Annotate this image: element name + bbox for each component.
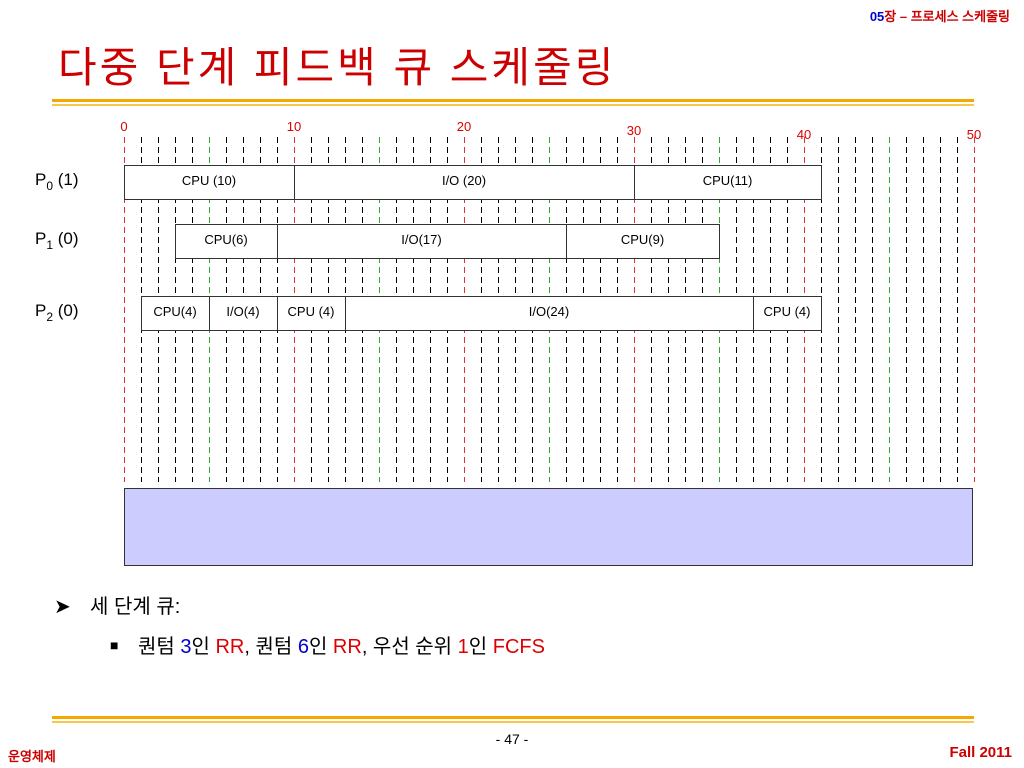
segment-label: CPU (4) [764,304,811,319]
text-in: 인 [191,636,216,658]
process-segment [345,296,754,331]
tick-label-40: 40 [797,127,811,142]
quantum-6: 6 [297,636,309,658]
segment-label: CPU(11) [703,173,753,188]
chapter-text: 장 – 프로세스 스케줄링 [884,9,1010,24]
segment-label: I/O(4) [226,304,259,319]
tick-label-50: 50 [967,127,981,142]
segment-label: CPU (10) [182,173,236,188]
text-in-2: 인 [308,636,333,658]
footer-divider [52,716,974,719]
footer-term: Fall 2011 [949,744,1012,761]
chapter-number: 05 [869,9,885,24]
process-label: P2 (0) [35,301,79,324]
rr-label-2: RR [332,636,362,658]
chapter-header: 05장 – 프로세스 스케줄링 [870,6,1010,25]
process-segment [209,296,278,331]
quantum-3: 3 [180,636,192,658]
page-number: - 47 - [495,731,529,747]
segment-label: CPU (4) [288,304,335,319]
page-title: 다중 단계 피드백 큐 스케줄링 [58,44,617,91]
tick-label-20: 20 [457,119,471,134]
text-quantum: 퀀텀 [138,636,181,658]
title-divider [52,99,974,102]
segment-label: CPU(4) [153,304,196,319]
text-in-3: 인 [468,636,493,658]
process-label: P0 (1) [35,170,79,193]
footer-divider-thin [52,721,974,723]
process-segment [277,296,346,331]
segment-label: I/O(24) [529,304,569,319]
square-bullet-icon: ■ [110,637,119,653]
fcfs-label: FCFS [492,636,545,658]
arrow-bullet-icon: ➤ [54,596,71,618]
process-segment [141,296,210,331]
rr-label-1: RR [215,636,245,658]
text-priority: , 우선 순위 [361,636,458,658]
queue-box [124,488,973,566]
bullet-levels: ➤ 세 단계 큐: [54,590,180,619]
segment-label: I/O(17) [401,232,441,247]
process-segment [294,165,635,200]
process-segment [277,224,567,259]
process-segment [175,224,278,259]
text-quantum-2: , 퀀텀 [244,636,298,658]
tick-label-10: 10 [287,119,301,134]
bullet-levels-text: 세 단계 큐: [90,596,181,618]
segment-label: CPU(6) [204,232,247,247]
priority-1: 1 [457,636,469,658]
tick-label-0: 0 [120,119,127,134]
segment-label: I/O (20) [442,173,486,188]
process-segment [753,296,822,331]
bullet-queues: ■퀀텀 3인 RR, 퀀텀 6인 RR, 우선 순위 1인 FCFS [110,630,545,659]
tick-label-30: 30 [627,123,641,138]
footer-course: 운영체제 [8,749,56,764]
process-segment [566,224,720,259]
process-segment [124,165,295,200]
process-label: P1 (0) [35,229,79,252]
title-divider-thin [52,104,974,106]
segment-label: CPU(9) [621,232,664,247]
process-segment [634,165,822,200]
